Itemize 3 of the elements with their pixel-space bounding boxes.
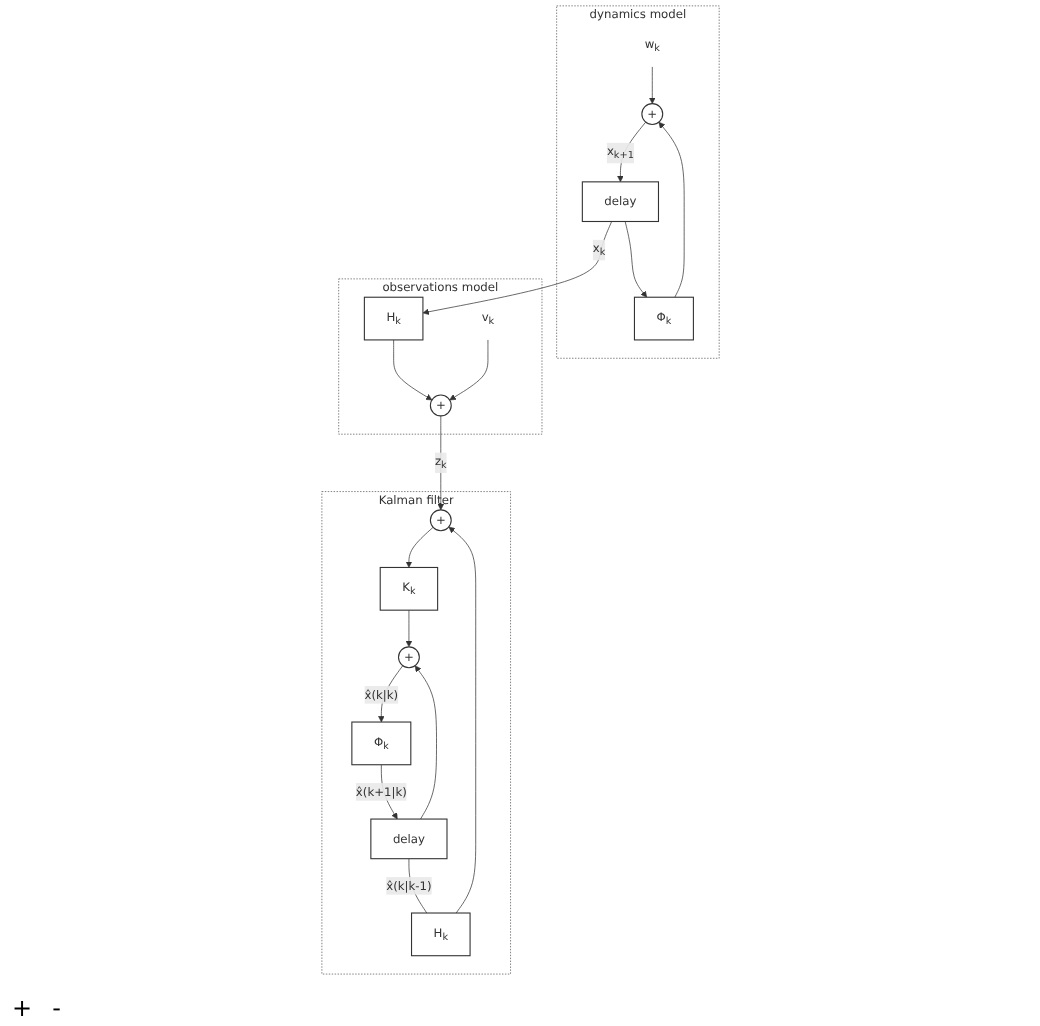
sign-label: + [12, 994, 33, 1022]
connector [408, 858, 427, 914]
sign-label: - [52, 994, 61, 1022]
